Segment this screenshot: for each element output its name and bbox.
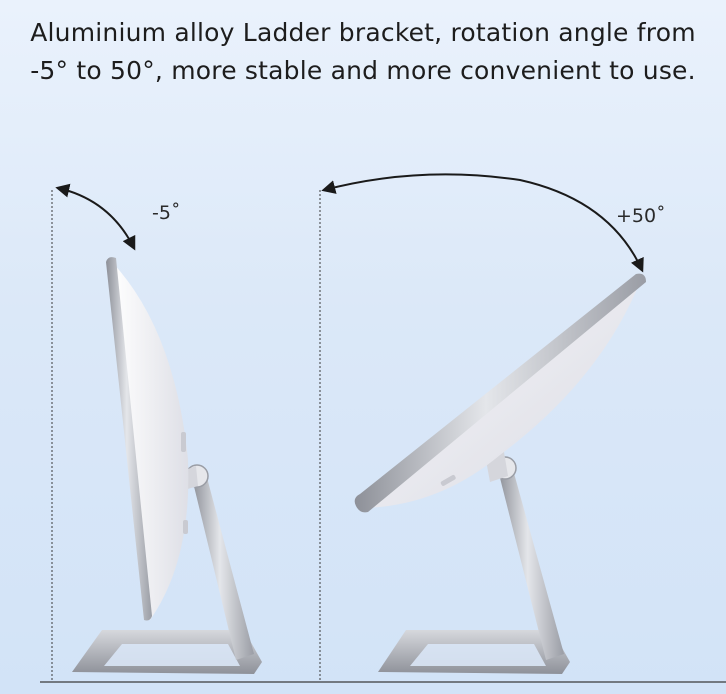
left-stand-arm	[192, 474, 254, 660]
right-rotation-arrow	[321, 173, 644, 273]
right-device-screen-edge	[354, 273, 646, 513]
headline: Aluminium alloy Ladder bracket, rotation…	[0, 14, 726, 90]
left-device-body	[112, 262, 189, 620]
headline-line-2: -5° to 50°, more stable and more conveni…	[30, 56, 696, 85]
headline-line-1: Aluminium alloy Ladder bracket, rotation…	[30, 18, 696, 47]
left-view: -5˚	[51, 183, 262, 682]
left-device-screen-edge	[106, 257, 152, 621]
right-stand-arm	[498, 466, 564, 660]
right-view: +50˚	[319, 173, 666, 682]
right-angle-label: +50˚	[616, 205, 666, 227]
left-rotation-arrow	[55, 183, 136, 251]
left-angle-label: -5˚	[152, 202, 180, 224]
